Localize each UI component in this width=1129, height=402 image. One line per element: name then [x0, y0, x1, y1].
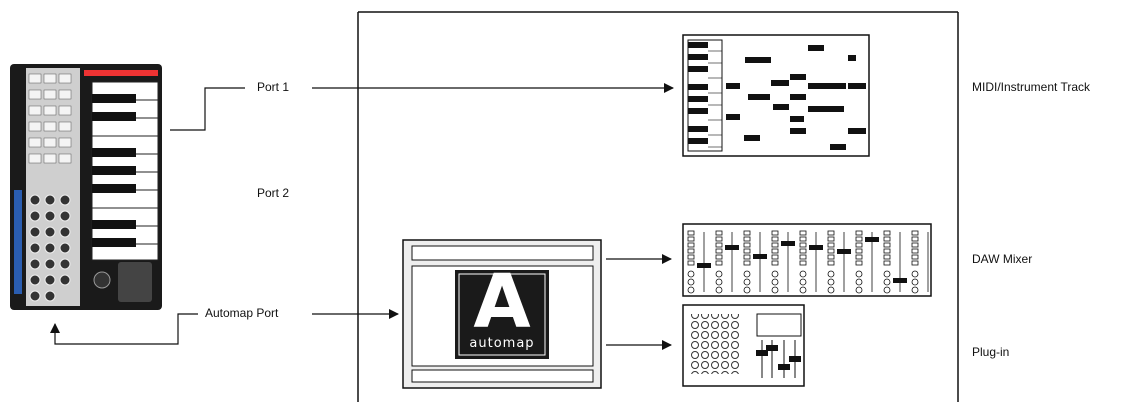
daw-mixer-label: DAW Mixer: [972, 252, 1033, 266]
keyboard-controller-icon: [10, 64, 162, 310]
port1-connector: [170, 87, 245, 131]
port1-label: Port 1: [257, 80, 290, 94]
daw-mixer-icon: [682, 223, 932, 297]
automap-return-connector: [50, 313, 198, 345]
plugin-panel-icon: [682, 304, 805, 387]
port2-label: Port 2: [257, 186, 290, 200]
midi-track-label: MIDI/Instrument Track: [972, 80, 1091, 94]
plugin-label: Plug-in: [972, 345, 1010, 359]
automap-port-label: Automap Port: [205, 306, 279, 320]
automap-logo-letter: A: [473, 259, 531, 345]
piano-roll-icon: [682, 34, 870, 157]
host-frame: [357, 11, 959, 402]
automap-window-icon: [402, 239, 602, 389]
automap-logo-word: automap: [469, 336, 535, 351]
